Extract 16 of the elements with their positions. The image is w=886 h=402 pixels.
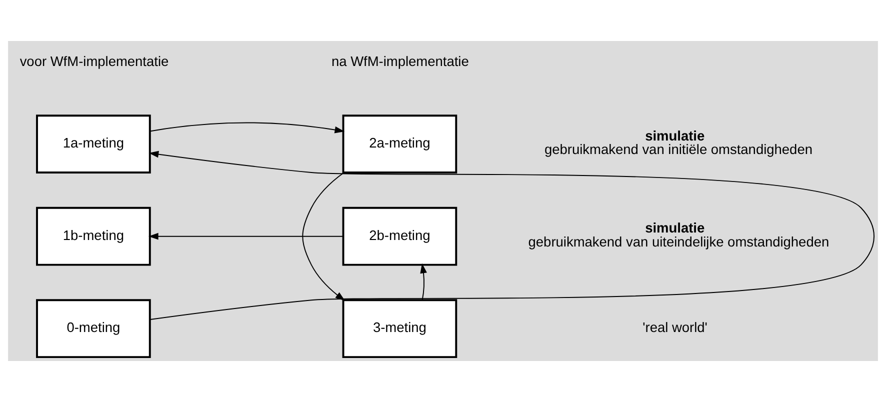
label: 'real world' — [642, 320, 708, 336]
node-box: 2b-meting — [342, 206, 458, 266]
node-box: 1b-meting — [36, 206, 151, 266]
label: voor WfM-implementatie — [20, 54, 169, 70]
arrow — [302, 172, 346, 301]
node-box: 2a-meting — [342, 114, 458, 174]
arrow — [420, 263, 427, 300]
arrow — [149, 122, 345, 134]
node-box: 0-meting — [36, 299, 151, 358]
arrow — [148, 232, 344, 240]
label: na WfM-implementatie — [331, 54, 469, 70]
label: simulatie gebruikmakend van initiële omstandigheden — [544, 128, 812, 158]
arrow — [148, 150, 875, 320]
node-box: 1a-meting — [36, 114, 151, 174]
node-box: 3-meting — [342, 299, 458, 358]
label: simulatie gebruikmakend van uiteindelijke omstandigheden — [528, 220, 830, 250]
